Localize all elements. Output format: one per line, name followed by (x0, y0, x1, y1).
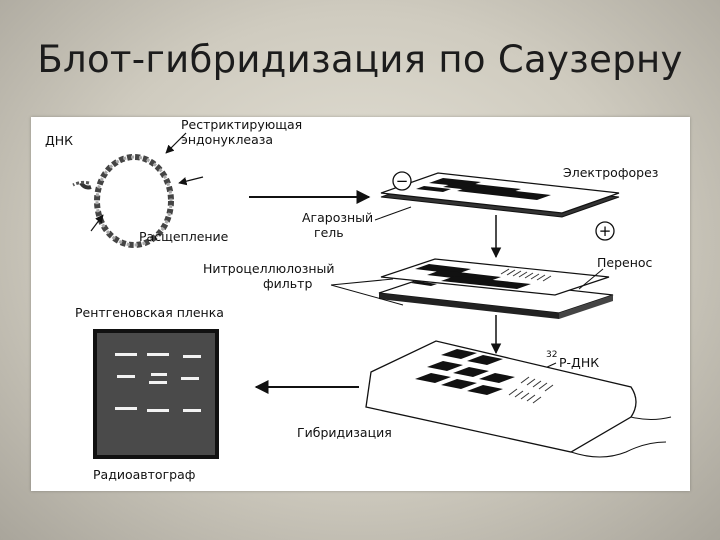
restriction-enzyme-label-line2: эндонуклеаза (181, 132, 273, 147)
electrophoresis-label: Электрофорез (563, 165, 658, 180)
plus-sign: + (599, 222, 612, 240)
southern-blot-diagram: ДНК Рестриктирующая эндонуклеаза Расщепл… (45, 117, 672, 482)
probe-superscript: 32 (546, 350, 557, 360)
probe-label: Р-ДНК (559, 355, 599, 370)
film-bands (115, 353, 201, 412)
dna-label: ДНК (45, 133, 73, 148)
xray-film (93, 329, 219, 459)
hybridization-label: Гибридизация (297, 425, 392, 440)
nitrocellulose-label-line1: Нитроцеллюлозный (203, 261, 335, 276)
agarose-label-line2: гель (314, 225, 344, 240)
slide-title: Блот-гибридизация по Саузерну (37, 38, 683, 81)
xray-film-label: Рентгеновская пленка (75, 305, 224, 320)
gel-pointer (330, 278, 394, 286)
enzyme-arrow-right (178, 176, 204, 186)
agarose-gel (380, 172, 620, 218)
enzyme-arrow-top (165, 132, 187, 154)
transfer-label: Перенос (597, 255, 653, 270)
enzyme-arrow-left (90, 214, 104, 232)
filter-pointer (330, 284, 404, 306)
southern-blot-figure: ДНК Рестриктирующая эндонуклеаза Расщепл… (31, 117, 690, 491)
transfer-pointer (578, 268, 604, 290)
nitrocellulose-label-line2: фильтр (263, 276, 312, 291)
transfer-stack (378, 258, 614, 319)
agarose-pointer (374, 206, 412, 221)
agarose-label-line1: Агарозный (302, 210, 373, 225)
hybridization-bag (365, 340, 672, 458)
gel-bands (416, 178, 551, 200)
autoradiograph-label: Радиоавтограф (93, 467, 195, 482)
minus-sign: − (396, 172, 409, 190)
minus-electrode-icon (392, 171, 412, 191)
dna-circle (72, 154, 174, 248)
restriction-enzyme-label-line1: Рестриктирующая (181, 117, 302, 132)
cleavage-label: Расщепление (139, 229, 229, 244)
plus-electrode-icon (595, 221, 615, 241)
